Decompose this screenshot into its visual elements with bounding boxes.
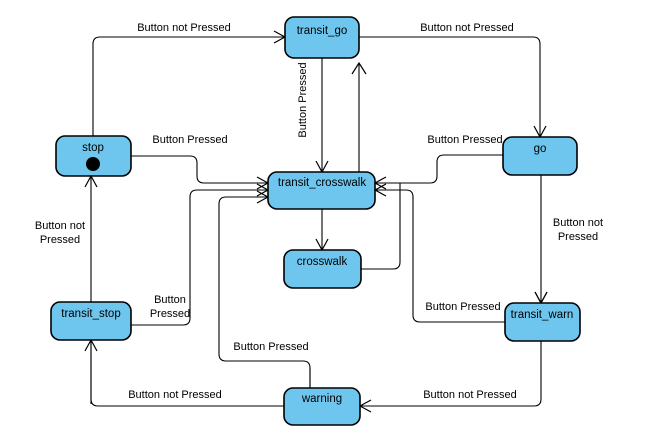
edge-transit_go-to-stop[interactable] [92,30,287,136]
edge-stop-to-transit_crosswalk[interactable] [131,155,270,190]
state-transit_stop-label: transit_stop [61,308,120,320]
edge-crosswalk-to-transit_warn[interactable] [361,183,401,270]
state-warning-label: warning [301,393,342,405]
edge-label-stop-transit_stop-line2: Pressed [40,234,80,246]
state-transit_stop-box[interactable] [50,301,132,341]
edge-transit_warn-to-warning[interactable] [358,341,542,413]
edge-warning-to-transit_crosswalk[interactable] [218,190,311,388]
edge-transit_crosswalk-to-crosswalk[interactable] [315,209,329,252]
states-layer: transit_go stop go transit_crosswalk cro… [50,16,581,426]
edge-label-go-transit_crosswalk: Button Pressed [427,134,502,146]
edge-label-stop-transit_stop-line1: Button not [35,220,85,232]
state-go-box[interactable] [502,136,578,176]
state-transit_crosswalk[interactable]: transit_crosswalk [267,171,376,210]
edges-layer [84,30,548,413]
edge-label-go-transit_go: Button not Pressed [420,22,514,34]
state-transit_warn-label: transit_warn [511,309,574,321]
state-transit_go[interactable]: transit_go [284,16,360,59]
state-transit_crosswalk-box[interactable] [267,171,376,210]
edge-label-warning-transit_crosswalk: Button Pressed [233,341,308,353]
state-stop-label: stop [82,142,104,154]
edge-warning-to-transit_go[interactable] [351,61,367,178]
edge-transit_go-to-transit_crosswalk[interactable] [315,58,329,174]
edge-labels-layer: Button not Pressed Button not Pressed Bu… [35,22,603,401]
state-transit_go-box[interactable] [284,16,360,59]
state-stop-box[interactable] [55,135,132,177]
state-warning[interactable]: warning [283,387,361,426]
edge-label-transit_stop-transit_crosswalk-line2: Pressed [150,308,190,320]
edge-label-warning-transit_stop: Button not Pressed [128,389,222,401]
state-transit_go-label: transit_go [297,25,348,37]
edge-go-to-transit_crosswalk[interactable] [373,154,503,190]
state-warning-box[interactable] [283,387,361,426]
state-stop[interactable]: stop [55,135,132,177]
state-transit_warn[interactable]: transit_warn [504,302,581,342]
edge-label-stop-transit_crosswalk: Button Pressed [152,134,227,146]
state-crosswalk-label: crosswalk [297,256,348,268]
state-go[interactable]: go [502,136,578,176]
edge-transit_stop-to-transit_crosswalk[interactable] [131,183,270,326]
state-crosswalk-box[interactable] [283,249,362,289]
edge-label-transit_go-stop: Button not Pressed [137,22,231,34]
edge-label-go-transit_warn-line1: Button not [553,217,603,229]
edge-label-transit_go-transit_crosswalk: Button Pressed [297,62,309,137]
state-transit_stop[interactable]: transit_stop [50,301,132,341]
initial-state-marker-icon [86,157,100,171]
edge-label-transit_stop-transit_crosswalk-line1: Button [154,294,186,306]
edge-go-to-transit_warn[interactable] [534,175,548,305]
edge-go-to-transit_go[interactable] [359,36,541,137]
edge-warning-to-transit_stop[interactable] [90,341,284,407]
edge-label-transit_warn-transit_crosswalk: Button Pressed [425,301,500,313]
edge-label-go-transit_warn-line2: Pressed [558,231,598,243]
state-go-label: go [534,143,547,155]
edge-label-transit_warn-warning: Button not Pressed [423,389,517,401]
state-crosswalk[interactable]: crosswalk [283,249,362,289]
state-transit_crosswalk-label: transit_crosswalk [278,177,366,189]
state-transit_warn-box[interactable] [504,302,581,342]
